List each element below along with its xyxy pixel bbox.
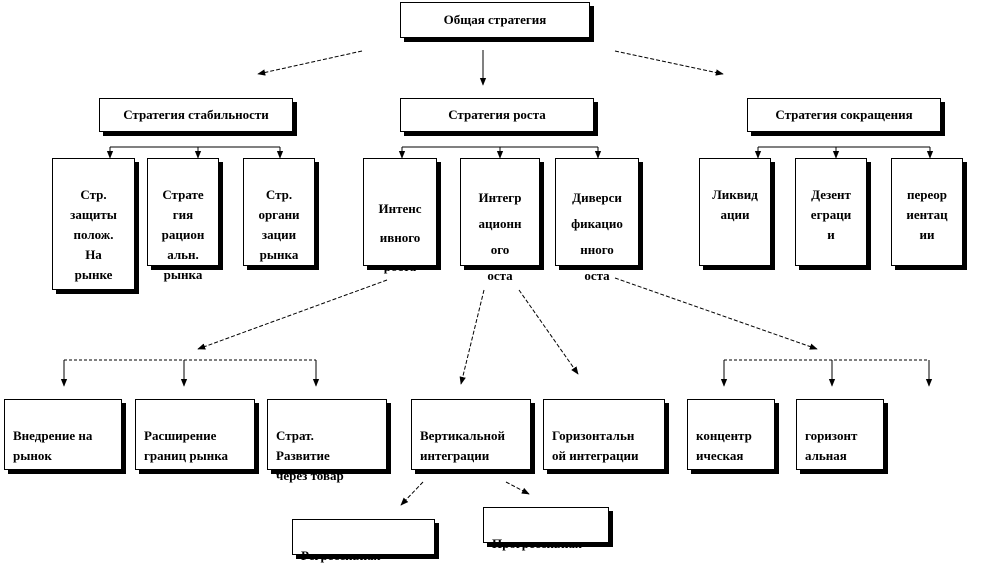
growth-child-box: Интегр ационн ого оста [460,158,540,283]
vertical-box: Прогрессивная [483,507,609,551]
stability-child-label: Стр. органи зации рынка [258,187,300,262]
stability-child-box: Стр. органи зации рынка [243,158,315,266]
reduction-child-label: Дезент еграци и [810,187,852,242]
diversification-box: концентр ическая [687,399,775,470]
growth-child-label: Интегр ационн ого оста [478,190,522,283]
vertical-box: Регрессивная [292,519,435,563]
growth-child-label: Интенс ивного роста [378,201,422,274]
growth-child-box: Интенс ивного роста [363,158,437,274]
integration-box: Горизонтальн ой интеграции [543,399,665,470]
reduction-strategy-label: Стратегия сокращения [775,107,913,122]
root-label: Общая стратегия [443,12,547,27]
connector-integration-horizontal [518,289,579,375]
intensive-box: Страт. Развитие через товар [267,399,387,483]
stability-child-box: Страте гия рацион альн. рынка [147,158,219,282]
reduction-child-label: Ликвид ации [712,187,758,222]
reduction-child-box: Дезент еграци и [795,158,867,266]
root-box: Общая стратегия [400,2,590,38]
reduction-strategy-box: Стратегия сокращения [747,98,941,132]
diversification-box: горизонт альная [796,399,884,470]
diversification-label: концентр ическая [696,428,752,463]
connector-root-stability [257,50,363,76]
growth-strategy-box: Стратегия роста [400,98,594,132]
vertical-label: Регрессивная [301,548,381,563]
intensive-label: Внедрение на рынок [13,428,93,463]
integration-box: Вертикальной интеграции [411,399,531,470]
connector-vertical-regressive [400,481,424,506]
reduction-child-box: переор иентац ии [891,158,963,266]
vertical-label: Прогрессивная [492,536,582,551]
growth-strategy-label: Стратегия роста [448,107,546,122]
stability-child-label: Страте гия рацион альн. рынка [161,187,205,282]
reduction-child-box: Ликвид ации [699,158,771,266]
stability-child-label: Стр. защиты полож. На рынке [70,187,117,282]
stability-strategy-box: Стратегия стабильности [99,98,293,132]
stability-strategy-label: Стратегия стабильности [123,107,269,122]
intensive-label: Расширение границ рынка [144,428,229,463]
connector-integration-vertical [459,289,485,385]
connector-root-reduction [614,50,724,76]
stability-child-box: Стр. защиты полож. На рынке [52,158,135,290]
integration-label: Вертикальной интеграции [420,428,505,463]
diversification-label: горизонт альная [805,428,858,463]
reduction-child-label: переор иентац ии [906,187,948,242]
connector-diversification [614,277,818,350]
intensive-box: Внедрение на рынок [4,399,122,470]
growth-child-box: Диверси фикацио нного оста [555,158,639,283]
intensive-box: Расширение границ рынка [135,399,255,470]
connector-intensive [197,279,388,350]
integration-label: Горизонтальн ой интеграции [552,428,639,463]
intensive-label: Страт. Развитие через товар [276,428,344,483]
growth-child-label: Диверси фикацио нного оста [571,190,623,283]
connector-vertical-progressive [505,481,530,495]
